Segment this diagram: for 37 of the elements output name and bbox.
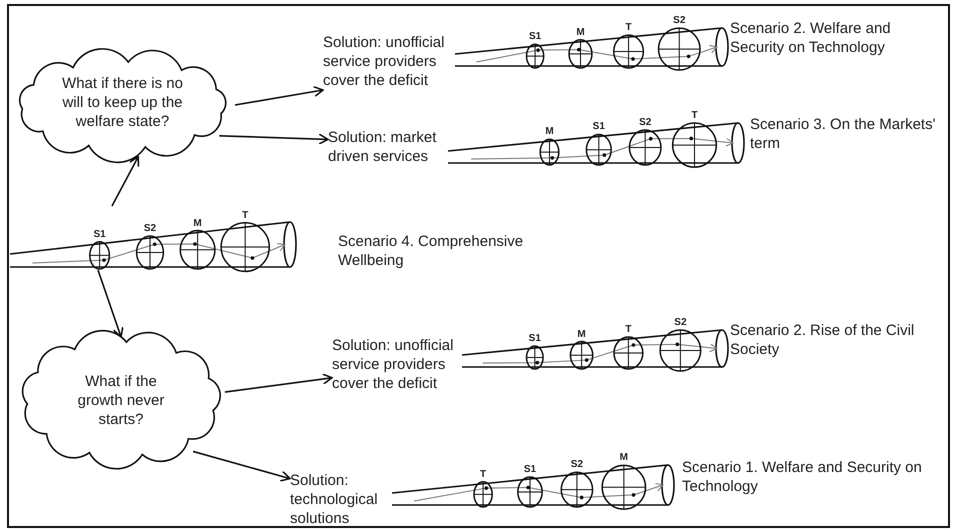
- ball-label: T: [242, 210, 248, 221]
- solution-text: Solution: technological solutions: [290, 471, 390, 528]
- ball-label: M: [577, 328, 586, 340]
- ball-label: M: [576, 26, 585, 38]
- ball-label: S1: [528, 31, 542, 42]
- ball-label: M: [620, 452, 628, 464]
- arrow: [234, 86, 324, 106]
- ball-label: T: [480, 468, 486, 480]
- ball-label: S1: [93, 228, 106, 240]
- solution-text: Solution: unofficial service providers cover the deficit: [332, 336, 462, 393]
- question-text: What if the growth never starts?: [76, 372, 166, 429]
- scenario-label: Scenario 3. On the Markets' term: [750, 115, 936, 153]
- ball-label: T: [625, 324, 632, 335]
- arrow: [219, 133, 329, 145]
- scenario-label: Scenario 4. Comprehensive Wellbeing: [338, 232, 524, 270]
- scenario-label: Scenario 1. Welfare and Security on Technology: [682, 458, 923, 496]
- ball-label: T: [626, 22, 632, 34]
- ball-label: M: [193, 218, 202, 229]
- scenario-label: Scenario 2. Welfare and Security on Technology: [730, 19, 892, 57]
- arrow: [97, 270, 124, 338]
- ball-label: S2: [144, 223, 156, 234]
- ball-label: S2: [674, 317, 686, 328]
- question-text: What if there is no will to keep up the welfare state?: [61, 74, 184, 131]
- ball-label: S2: [639, 116, 652, 128]
- ball-label: M: [545, 126, 554, 138]
- ball-label: S1: [528, 333, 541, 344]
- solution-text: Solution: market driven services: [328, 128, 446, 166]
- ball-label: S2: [673, 15, 686, 26]
- arrow: [111, 156, 140, 206]
- ball-label: T: [691, 110, 698, 122]
- ball-label: S1: [524, 464, 536, 475]
- ball-label: S2: [570, 459, 584, 470]
- arrow: [192, 450, 291, 482]
- solution-text: Solution: unofficial service providers cover the deficit: [323, 33, 453, 90]
- scenario-label: Scenario 2. Rise of the Civil Society: [730, 321, 916, 359]
- arrow: [224, 373, 333, 393]
- ball-label: S1: [592, 121, 605, 132]
